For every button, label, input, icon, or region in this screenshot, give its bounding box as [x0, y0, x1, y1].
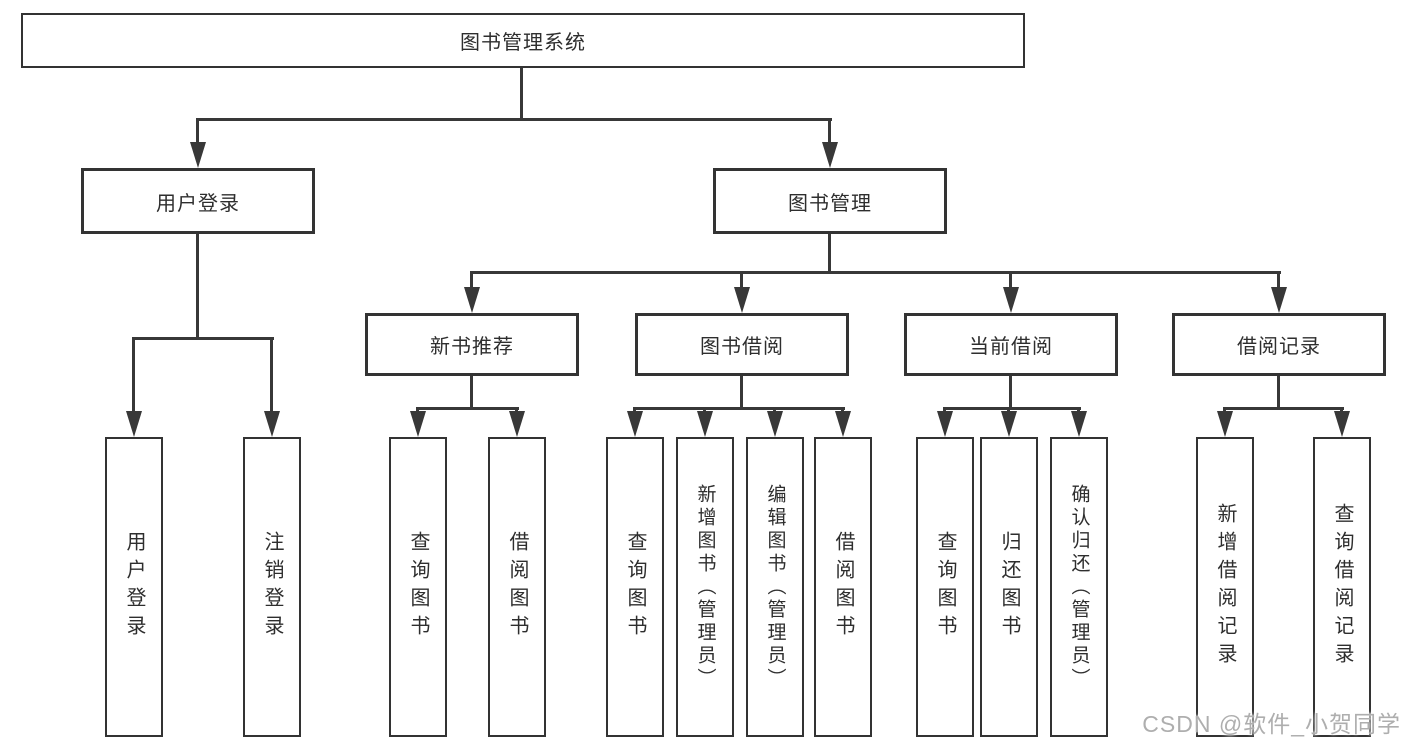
- arrowhead-icon: [464, 287, 480, 313]
- node-label: 查询图书: [624, 531, 646, 643]
- leaf-confirm-return-admin: 确认归还（管理员）: [1050, 437, 1108, 737]
- connector-line: [470, 271, 1281, 274]
- node-label: 确认归还（管理员）: [1068, 483, 1090, 691]
- arrowhead-icon: [509, 411, 525, 437]
- leaf-query-borrowing-record: 查询借阅记录: [1313, 437, 1371, 737]
- leaf-add-borrowing-record: 新增借阅记录: [1196, 437, 1254, 737]
- arrowhead-icon: [190, 142, 206, 168]
- node-label: 新书推荐: [430, 336, 514, 358]
- node-label: 用户登录: [156, 192, 240, 215]
- connector-line: [470, 376, 473, 410]
- connector-line: [132, 337, 274, 340]
- node-label: 查询图书: [407, 531, 429, 643]
- node-book-borrowing: 图书借阅: [635, 313, 849, 376]
- arrowhead-icon: [937, 411, 953, 437]
- node-label: 编辑图书（管理员）: [764, 483, 786, 691]
- connector-line: [270, 337, 273, 415]
- arrowhead-icon: [126, 411, 142, 437]
- node-label: 图书借阅: [700, 336, 784, 358]
- arrowhead-icon: [734, 287, 750, 313]
- node-label: 当前借阅: [969, 336, 1053, 358]
- node-label: 借阅图书: [506, 531, 528, 643]
- arrowhead-icon: [1334, 411, 1350, 437]
- node-label: 借阅记录: [1237, 336, 1321, 358]
- leaf-add-books-admin: 新增图书（管理员）: [676, 437, 734, 737]
- connector-line: [828, 234, 831, 274]
- arrowhead-icon: [1001, 411, 1017, 437]
- node-label: 新增借阅记录: [1214, 503, 1236, 671]
- node-label: 查询图书: [934, 531, 956, 643]
- leaf-user-login: 用户登录: [105, 437, 163, 737]
- leaf-logout: 注销登录: [243, 437, 301, 737]
- node-library-management-system: 图书管理系统: [21, 13, 1025, 68]
- arrowhead-icon: [822, 142, 838, 168]
- leaf-return-books: 归还图书: [980, 437, 1038, 737]
- node-label: 新增图书（管理员）: [694, 483, 716, 691]
- arrowhead-icon: [1071, 411, 1087, 437]
- connector-line: [1277, 271, 1280, 291]
- connector-line: [1223, 407, 1344, 410]
- connector-line: [196, 118, 199, 146]
- arrowhead-icon: [627, 411, 643, 437]
- node-label: 借阅图书: [832, 531, 854, 643]
- csdn-watermark: CSDN @软件_小贺同学: [1142, 711, 1401, 737]
- connector-line: [1277, 376, 1280, 410]
- connector-line: [828, 118, 831, 146]
- arrowhead-icon: [1217, 411, 1233, 437]
- connector-line: [470, 271, 473, 291]
- connector-line: [196, 118, 832, 121]
- arrowhead-icon: [835, 411, 851, 437]
- node-label: 图书管理系统: [460, 32, 586, 54]
- arrowhead-icon: [264, 411, 280, 437]
- node-book-management: 图书管理: [713, 168, 947, 234]
- leaf-query-books-recommend: 查询图书: [389, 437, 447, 737]
- leaf-borrow-books: 借阅图书: [814, 437, 872, 737]
- node-label: 查询借阅记录: [1331, 503, 1353, 671]
- node-label: 注销登录: [261, 531, 283, 643]
- connector-line: [416, 407, 519, 410]
- arrowhead-icon: [697, 411, 713, 437]
- leaf-edit-books-admin: 编辑图书（管理员）: [746, 437, 804, 737]
- connector-line: [196, 234, 199, 340]
- node-current-borrowing: 当前借阅: [904, 313, 1118, 376]
- connector-line: [943, 407, 1081, 410]
- leaf-query-books-borrowing: 查询图书: [606, 437, 664, 737]
- connector-line: [1009, 271, 1012, 291]
- node-label: 用户登录: [123, 531, 145, 643]
- connector-line: [740, 376, 743, 410]
- connector-line: [132, 337, 135, 415]
- arrowhead-icon: [767, 411, 783, 437]
- arrowhead-icon: [1271, 287, 1287, 313]
- node-borrowing-records: 借阅记录: [1172, 313, 1386, 376]
- node-new-book-recommendation: 新书推荐: [365, 313, 579, 376]
- node-user-login: 用户登录: [81, 168, 315, 234]
- arrowhead-icon: [410, 411, 426, 437]
- connector-line: [1009, 376, 1012, 410]
- leaf-borrow-books-recommend: 借阅图书: [488, 437, 546, 737]
- arrowhead-icon: [1003, 287, 1019, 313]
- connector-line: [633, 407, 845, 410]
- leaf-query-books-current: 查询图书: [916, 437, 974, 737]
- connector-line: [740, 271, 743, 291]
- node-label: 归还图书: [998, 531, 1020, 643]
- connector-line: [520, 68, 523, 121]
- node-label: 图书管理: [788, 192, 872, 215]
